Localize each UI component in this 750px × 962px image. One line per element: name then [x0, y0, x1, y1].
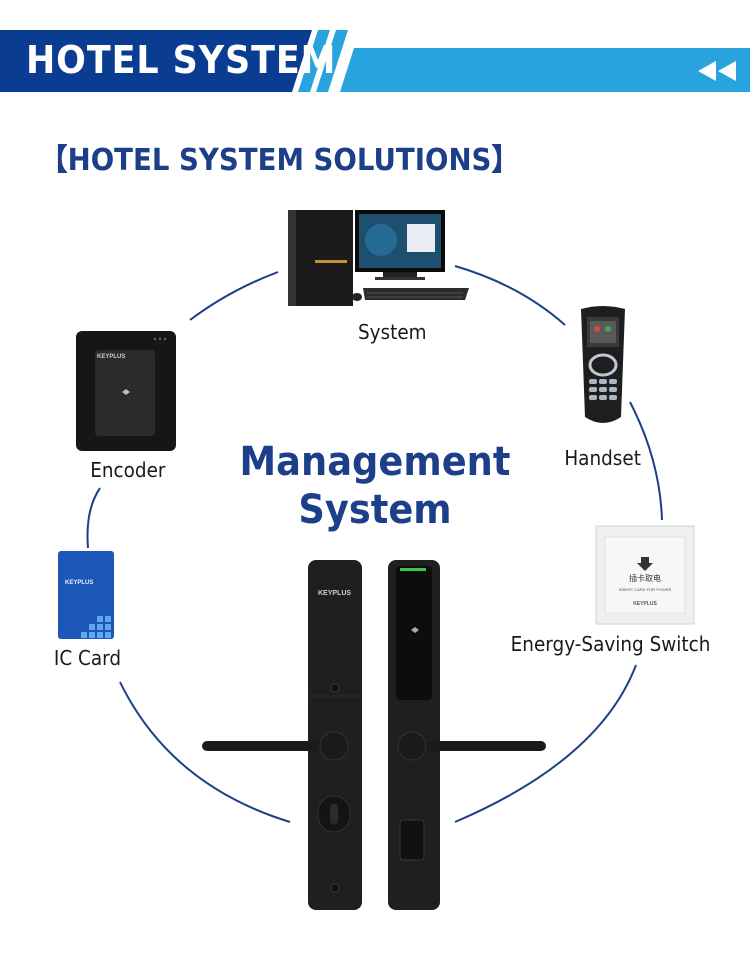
bracket-close: 】	[491, 143, 520, 178]
header-banner	[0, 30, 750, 92]
handset-image	[581, 306, 625, 423]
node-label-system: System	[357, 320, 427, 344]
section-title: HOTEL SYSTEM SOLUTIONS	[67, 143, 492, 178]
ic-card-brand: KEYPLUS	[65, 580, 93, 586]
node-label-encoder: Encoder	[90, 458, 166, 482]
door-lock-image: KEYPLUS	[202, 560, 546, 910]
rewind-icon[interactable]	[696, 60, 738, 82]
center-title-line2: System	[298, 487, 452, 533]
system-computer-image	[288, 210, 469, 306]
encoder-image: KEYPLUS	[76, 331, 176, 451]
energy-switch-image: 插卡取电 INSERT CARD FOR POWER KEYPLUS	[595, 525, 695, 625]
node-label-ic-card: IC Card	[53, 646, 122, 670]
lock-brand: KEYPLUS	[318, 590, 351, 597]
section-heading: 【HOTEL SYSTEM SOLUTIONS】	[40, 135, 519, 179]
center-title-line1: Management	[239, 439, 511, 485]
node-label-energy-switch: Energy-Saving Switch	[510, 632, 711, 656]
switch-label-en: INSERT CARD FOR POWER	[619, 587, 672, 592]
bracket-open: 【	[40, 143, 68, 178]
center-title: Management System	[223, 438, 527, 534]
node-label-handset: Handset	[564, 446, 641, 470]
encoder-brand: KEYPLUS	[97, 354, 125, 360]
ic-card-image: KEYPLUS	[58, 551, 114, 639]
switch-brand: KEYPLUS	[633, 601, 657, 607]
header-title: HOTEL SYSTEM	[26, 38, 337, 82]
switch-label-cn: 插卡取电	[629, 573, 661, 583]
